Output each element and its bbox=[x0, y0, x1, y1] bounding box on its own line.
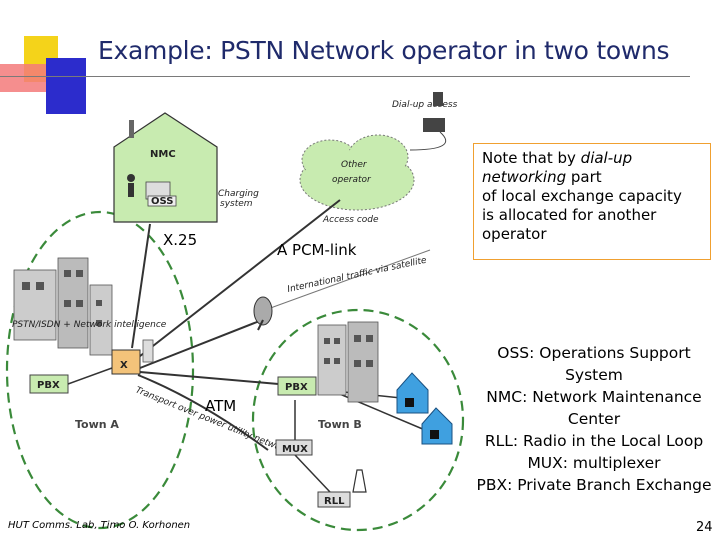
dialup-note: Note that by dial-up networking part of … bbox=[473, 143, 711, 260]
rll-box bbox=[317, 491, 351, 508]
page-number: 24 bbox=[696, 520, 713, 535]
title-rule bbox=[0, 76, 690, 77]
legend-line: RLL: Radio in the Local Loop bbox=[484, 432, 704, 450]
note-text: networking bbox=[482, 168, 567, 186]
other-operator-cloud: Other operator bbox=[299, 134, 415, 211]
note-text: part bbox=[566, 168, 602, 186]
rll-tower-icon bbox=[352, 469, 367, 493]
charging-label-2: system bbox=[220, 199, 253, 209]
note-text: of local exchange capacity bbox=[482, 187, 682, 205]
access-code-label: Access code bbox=[322, 215, 379, 225]
exchange-label: X bbox=[120, 360, 128, 371]
town-a-boundary bbox=[5, 210, 195, 530]
exchange-box bbox=[111, 349, 141, 375]
legend-line: MUX: multiplexer bbox=[527, 454, 661, 472]
rll-label: RLL bbox=[324, 496, 345, 507]
satellite-dish-icon bbox=[253, 296, 273, 331]
pbx-a-label: PBX bbox=[37, 380, 60, 391]
pbx-b-label: PBX bbox=[285, 382, 308, 393]
exchange-cabinet bbox=[142, 339, 154, 363]
x25-label: X.25 bbox=[163, 231, 198, 249]
pcm-link-label: A PCM-link bbox=[277, 241, 357, 259]
atm-label: ATM bbox=[205, 397, 237, 415]
town-a-buildings bbox=[13, 257, 113, 356]
note-text: operator bbox=[482, 225, 547, 243]
town-b-label: Town B bbox=[318, 418, 362, 431]
other-operator-label-1: Other bbox=[341, 160, 368, 170]
nmc-label: NMC bbox=[150, 149, 176, 160]
x25-link bbox=[131, 223, 151, 349]
charging-label-1: Charging bbox=[218, 189, 259, 199]
corner-deco-blue bbox=[46, 58, 86, 114]
corner-deco-red bbox=[0, 64, 46, 92]
phone-icon bbox=[423, 118, 445, 132]
intl-traffic-label: International traffic via satellite bbox=[287, 256, 428, 295]
oss-label: OSS bbox=[151, 196, 173, 207]
note-text: dial-up bbox=[580, 149, 633, 167]
operator-icon bbox=[127, 174, 135, 182]
legend-line: Center bbox=[567, 410, 621, 428]
legend-line: PBX: Private Branch Exchange bbox=[476, 476, 712, 494]
note-text: is allocated for another bbox=[482, 206, 657, 224]
legend-line: System bbox=[565, 366, 623, 384]
town-a-label: Town A bbox=[75, 418, 119, 431]
footer-credit: HUT Comms. Lab, Timo O. Korhonen bbox=[8, 520, 191, 531]
pbx-b-box bbox=[277, 376, 317, 396]
satellite-link bbox=[139, 319, 263, 369]
home-icon bbox=[396, 372, 429, 414]
power-utility-link bbox=[137, 374, 269, 451]
other-operator-label-2: operator bbox=[332, 175, 372, 185]
slide-title: Example: PSTN Network operator in two to… bbox=[98, 36, 670, 65]
legend-line: OSS: Operations Support bbox=[497, 344, 691, 362]
pstn-isdn-label: PSTN/ISDN + Network intelligence bbox=[12, 320, 167, 330]
mux-box bbox=[275, 439, 313, 456]
home-icon bbox=[421, 407, 453, 445]
note-text: Note that by bbox=[482, 149, 581, 167]
town-b-buildings bbox=[317, 321, 379, 403]
satellite-beam bbox=[264, 249, 431, 311]
atm-link bbox=[139, 371, 291, 386]
pcm-link bbox=[134, 199, 341, 361]
nmc-building: NMC OSS bbox=[113, 112, 218, 223]
town-b-boundary bbox=[251, 308, 465, 532]
mobile-icon bbox=[433, 92, 443, 106]
dialup-access-label: Dial-up access bbox=[392, 100, 458, 110]
abbreviation-legend: OSS: Operations Support System NMC: Netw… bbox=[470, 342, 718, 496]
legend-line: NMC: Network Maintenance bbox=[486, 388, 702, 406]
mux-label: MUX bbox=[282, 444, 308, 455]
